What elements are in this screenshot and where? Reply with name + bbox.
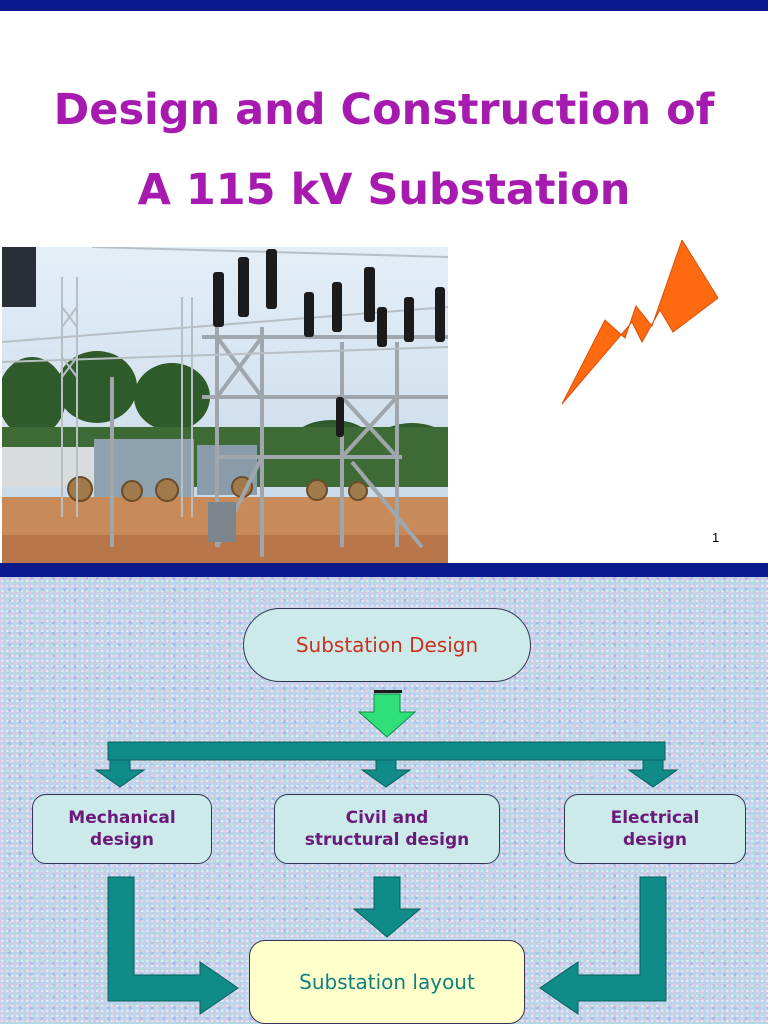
arrow-mechanical-to-layout: [107, 876, 239, 1015]
electrical-design-box: Electrical design: [564, 794, 746, 864]
mechanical-design-box: Mechanical design: [32, 794, 212, 864]
flowchart-slide: Substation Design Mechanical design Civi…: [0, 577, 768, 1024]
arrow-to-civil: [360, 759, 412, 788]
substation-layout-box: Substation layout: [249, 940, 525, 1024]
mechanical-line-2: design: [90, 830, 154, 850]
arrow-civil-to-layout: [352, 876, 422, 938]
substation-photo: [2, 247, 448, 563]
top-bar: [0, 0, 768, 11]
page-number: 1: [712, 530, 720, 545]
slide-title: Design and Construction of A 115 kV Subs…: [0, 70, 768, 230]
flow-arrows: [94, 690, 679, 1015]
title-slide: Design and Construction of A 115 kV Subs…: [0, 0, 768, 565]
arrow-electrical-to-layout: [539, 876, 667, 1015]
civil-structural-design-box: Civil and structural design: [274, 794, 500, 864]
mechanical-line-1: Mechanical: [68, 808, 176, 828]
title-line-2: A 115 kV Substation: [137, 165, 631, 215]
title-line-1: Design and Construction of: [53, 85, 715, 135]
substation-layout-label: Substation layout: [299, 970, 475, 994]
civil-line-1: Civil and: [345, 808, 429, 828]
civil-line-2: structural design: [304, 830, 470, 850]
lightning-bolt-icon: [561, 240, 719, 405]
arrow-to-electrical: [627, 759, 679, 788]
connector-bar: [107, 741, 666, 761]
substation-design-box: Substation Design: [243, 608, 531, 682]
root-down-arrow: [357, 690, 417, 738]
electrical-line-2: design: [623, 830, 687, 850]
arrow-to-mechanical: [94, 759, 146, 788]
slide-divider: [0, 563, 768, 577]
substation-design-label: Substation Design: [295, 633, 479, 657]
electrical-line-1: Electrical: [610, 808, 700, 828]
